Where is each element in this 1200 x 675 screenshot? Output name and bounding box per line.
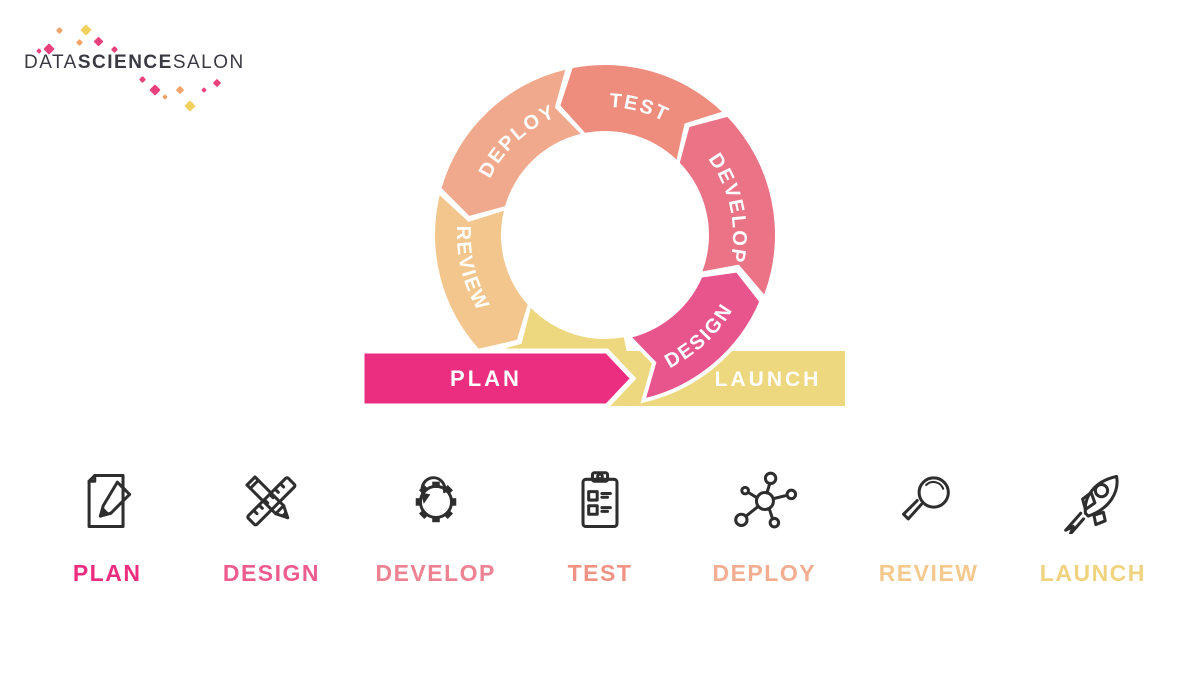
rocket-icon <box>1063 474 1119 534</box>
magnifier-icon <box>901 476 950 521</box>
step-plan: PLAN <box>25 468 189 587</box>
plan-bar-label: PLAN <box>450 366 522 391</box>
step-label: DESIGN <box>222 560 321 586</box>
ruler-pencil-icon <box>245 475 297 527</box>
clipboard-checklist-icon <box>581 471 619 528</box>
segment-develop <box>679 116 775 295</box>
segment-design <box>624 268 764 404</box>
step-label: TEST <box>567 560 633 586</box>
step-label: REVIEW <box>878 560 979 586</box>
step-deploy: DEPLOY <box>682 468 846 587</box>
segment-deploy <box>441 69 581 216</box>
logo-text-data: DATA <box>24 52 78 73</box>
logo-sparkle <box>201 87 207 93</box>
logo: DATASCIENCESALON <box>24 14 254 114</box>
logo-sparkle <box>80 24 92 36</box>
logo-sparkle <box>93 36 104 47</box>
logo-text-science: SCIENCE <box>77 52 173 73</box>
logo-sparkle <box>75 38 84 47</box>
logo-text: DATASCIENCESALON <box>24 52 245 74</box>
logo-sparkle <box>138 75 147 84</box>
document-pencil-icon <box>87 474 132 528</box>
logo-sparkle <box>184 100 196 112</box>
step-launch: LAUNCH <box>1011 468 1175 587</box>
segment-review <box>435 195 528 349</box>
logo-sparkle <box>162 94 168 100</box>
step-test: TEST <box>518 468 682 587</box>
network-nodes-icon <box>734 471 798 529</box>
step-review: REVIEW <box>846 468 1010 587</box>
step-label: DEPLOY <box>712 560 817 586</box>
logo-sparkle <box>175 85 185 95</box>
plan-arrow <box>359 348 637 409</box>
logo-sparkle <box>212 78 222 88</box>
steps-row: PLAN DESIGN <box>25 468 1175 587</box>
gear-refresh-icon <box>415 476 456 523</box>
step-design: DESIGN <box>189 468 353 587</box>
logo-sparkle <box>55 26 64 35</box>
logo-sparkle <box>149 84 161 96</box>
step-label: LAUNCH <box>1039 560 1146 586</box>
cycle-diagram: TEST DEPLOY DEVELOP REVIEW DESIGN PLAN L… <box>359 64 845 409</box>
step-develop: DEVELOP <box>354 468 518 587</box>
step-label: DEVELOP <box>375 560 496 586</box>
segment-test <box>560 64 722 160</box>
step-label: PLAN <box>72 560 142 586</box>
launch-bar-label: LAUNCH <box>715 368 822 391</box>
logo-text-salon: SALON <box>172 52 245 73</box>
